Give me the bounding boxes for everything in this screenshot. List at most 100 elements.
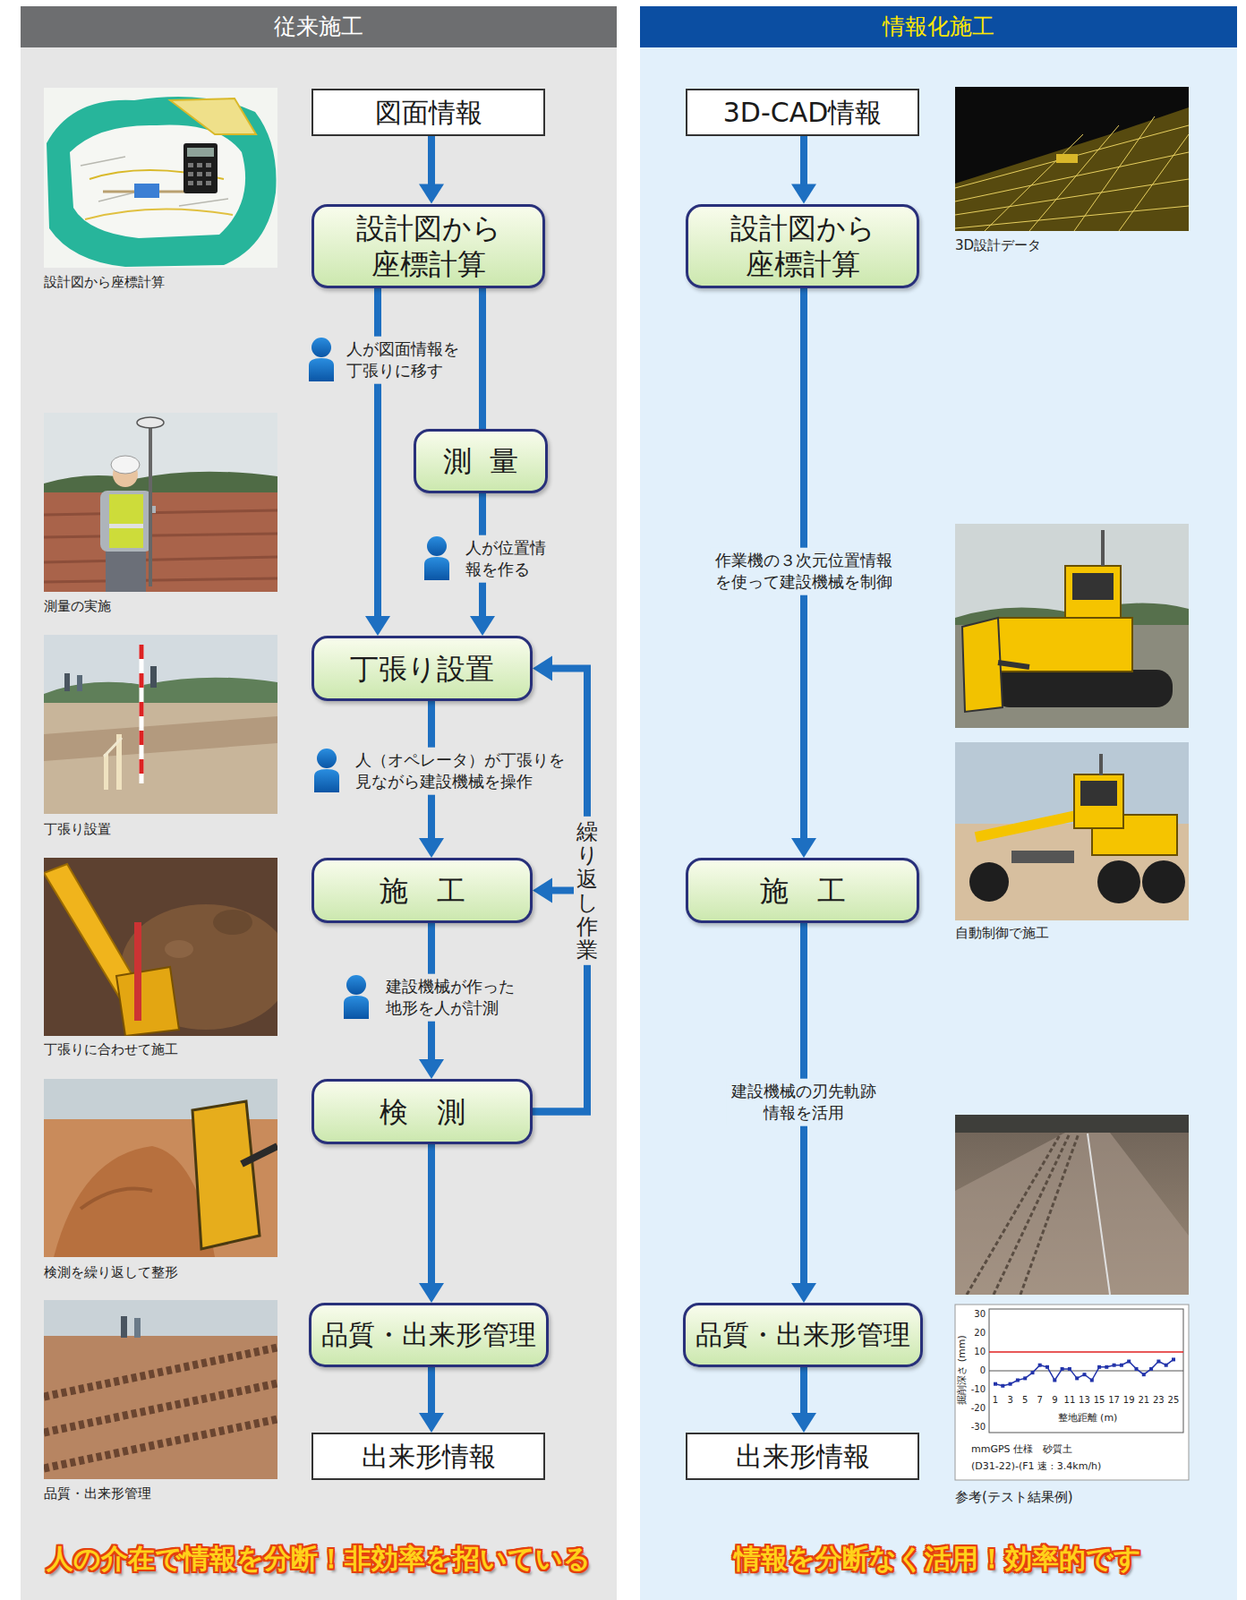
quality-photo [43, 1335, 278, 1479]
person-icon [311, 337, 332, 358]
test-result-chart [955, 1304, 1189, 1480]
batter-board-photo [139, 644, 145, 784]
survey-photo [109, 494, 144, 548]
connector [418, 136, 444, 205]
process-box: 測量 [413, 428, 548, 494]
node-text: 測量 [426, 443, 536, 479]
person-icon [426, 536, 447, 556]
axis-tick: 23 [1152, 1394, 1165, 1406]
photo-caption: 測量の実施 [43, 597, 111, 615]
data-marker [1142, 1372, 1146, 1376]
person-icon [308, 358, 334, 382]
data-marker [993, 1382, 998, 1386]
inspection-photo [80, 1188, 153, 1210]
axis-tick: 5 [1022, 1394, 1028, 1406]
axis-tick: 20 [973, 1327, 986, 1339]
axis-tick: 3 [1007, 1394, 1013, 1406]
survey-photo [43, 412, 278, 592]
bulldozer-photo [1072, 572, 1114, 600]
survey-photo [136, 417, 164, 428]
axis-tick: 30 [973, 1308, 986, 1320]
data-marker [1052, 1378, 1057, 1383]
arrow-head [418, 1058, 444, 1079]
data-marker [1015, 1378, 1020, 1383]
bulldozer-photo [955, 523, 1189, 728]
inspection-photo [192, 1100, 260, 1249]
edge-label: 人が図面情報を丁張りに移す [342, 336, 467, 385]
node-text: 品質・出来形管理 [321, 1317, 537, 1352]
node-text: 図面情報 [375, 95, 483, 130]
person-icon [343, 995, 369, 1019]
cad-data-photo [955, 86, 1189, 231]
test-result-chart [955, 1304, 1189, 1480]
chart-note: mmGPS 仕様 砂質土 [971, 1442, 1073, 1455]
axis-tick: 0 [980, 1365, 986, 1376]
data-marker [1008, 1382, 1013, 1386]
person-icon [314, 768, 340, 793]
process-box: 品質・出来形管理 [308, 1302, 549, 1367]
field-photo [1087, 1133, 1110, 1295]
data-marker [1171, 1356, 1176, 1361]
arrow-head [791, 837, 817, 858]
data-marker [1083, 1372, 1087, 1376]
connector [418, 1143, 444, 1303]
axis-tick: 9 [1051, 1394, 1058, 1406]
photo-caption: 3D設計データ [955, 237, 1042, 254]
axis-tick: -10 [971, 1383, 986, 1395]
node-text: 品質・出来形管理 [695, 1317, 911, 1352]
data-marker [1000, 1383, 1005, 1388]
data-series [995, 1358, 1174, 1385]
field-photo [966, 1133, 1079, 1295]
panel-header: 従来施工 [20, 6, 617, 48]
edge-label: 人が位置情報を作る [461, 535, 554, 583]
chart-note: (D31-22)-(F1 速 : 3.4km/h) [971, 1459, 1101, 1472]
grader-photo [969, 861, 1009, 902]
batter-board-photo [103, 753, 109, 790]
slogan: 人の介在で情報を分断！非効率を招いている [46, 1542, 591, 1575]
node-text: 情報化施工 [882, 12, 995, 41]
axis-tick: 15 [1093, 1394, 1106, 1406]
node-text: 施工 [350, 872, 495, 909]
person-icon [343, 974, 369, 1019]
connector-line [800, 136, 808, 187]
survey-photo [105, 546, 146, 592]
axis-title: 掘削深さ (mm) [955, 1334, 968, 1405]
bulldozer-photo [998, 617, 1133, 672]
arrow-head [532, 656, 553, 682]
connector-line [427, 1143, 436, 1285]
axis-title: 整地距離 (m) [1058, 1411, 1118, 1424]
person-icon [346, 974, 367, 995]
construction-photo [116, 966, 180, 1036]
node-text: 設計図から座標計算 [726, 210, 880, 282]
batter-board-photo [64, 673, 70, 692]
axis-tick: 17 [1108, 1394, 1120, 1406]
connector [791, 136, 817, 205]
process-box: 検測 [311, 1078, 533, 1144]
axis-tick: -30 [971, 1421, 986, 1433]
data-marker [1119, 1363, 1124, 1367]
node-text: 丁張り設置 [349, 650, 495, 687]
grader-photo [955, 742, 1189, 921]
bulldozer-photo [955, 523, 1189, 728]
photo-caption: 検測を繰り返して整形 [43, 1263, 179, 1281]
batter-board-photo [43, 716, 278, 761]
data-marker [1097, 1365, 1101, 1369]
arrow-head [365, 615, 391, 636]
slogan: 情報を分断なく活用！効率的です [733, 1542, 1142, 1575]
photo-caption: 自動制御で施工 [955, 924, 1050, 941]
bulldozer-photo [993, 669, 1173, 708]
data-marker [1104, 1365, 1109, 1369]
edge-label: 作業機の３次元位置情報を使って建設機械を制御 [709, 547, 898, 596]
grader-photo [1142, 860, 1186, 904]
survey-photo [43, 510, 278, 582]
quality-photo [43, 1299, 278, 1479]
process-box: 設計図から座標計算 [685, 204, 920, 289]
person-icon [308, 337, 334, 382]
data-marker [1112, 1363, 1117, 1367]
grader-photo [1074, 774, 1124, 828]
survey-photo [43, 412, 278, 592]
axis-tick: 21 [1137, 1394, 1150, 1406]
data-marker [1164, 1363, 1169, 1367]
data-marker [1135, 1366, 1139, 1371]
